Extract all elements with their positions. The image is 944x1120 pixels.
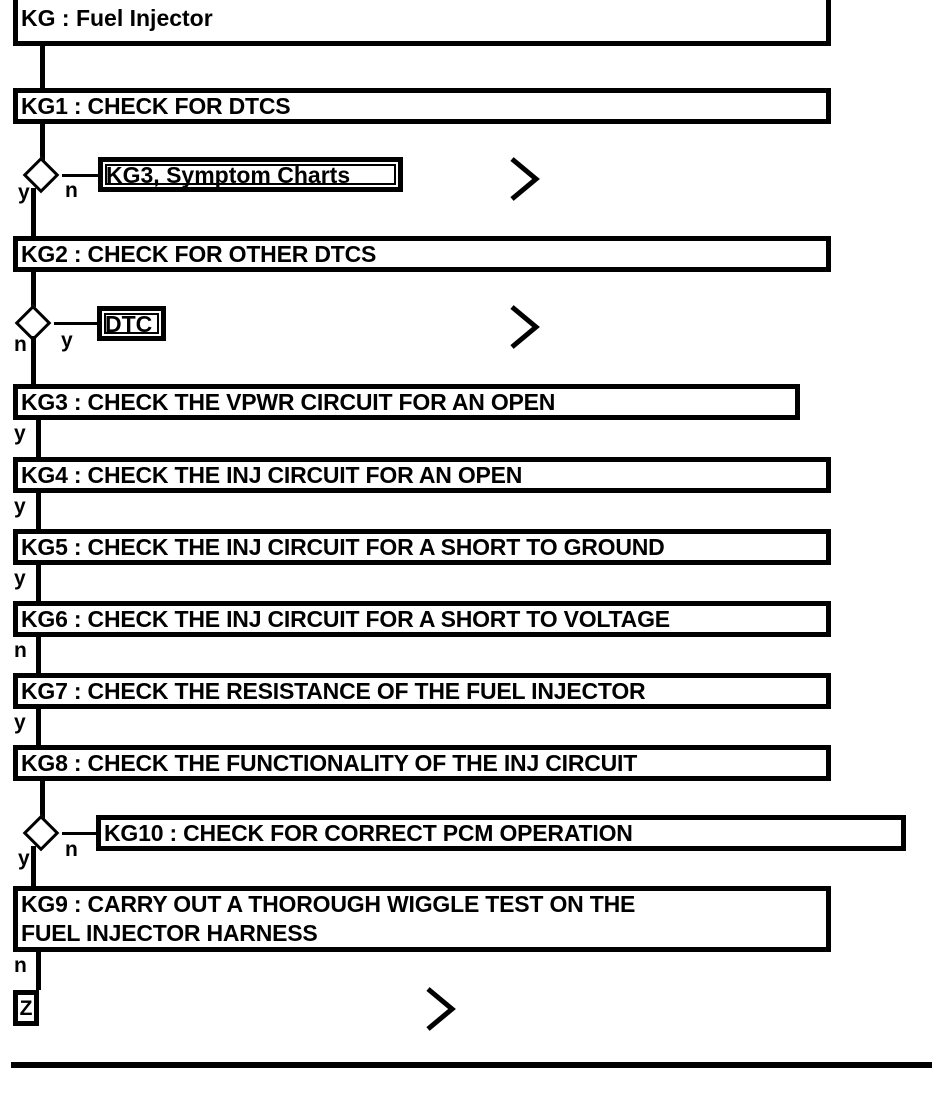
connector-decision3-to-kg9 bbox=[31, 846, 36, 886]
branch-label-kg8-yes: y bbox=[18, 847, 30, 870]
page-bottom-rule bbox=[11, 1062, 932, 1068]
step-box-kg2[interactable]: KG2 : CHECK FOR OTHER DTCS bbox=[13, 236, 831, 272]
step-label-kg10: KG10 : CHECK FOR CORRECT PCM OPERATION bbox=[104, 819, 633, 846]
page-title: KG : Fuel Injector bbox=[21, 5, 213, 31]
terminator-label-z: Z bbox=[19, 996, 33, 1020]
branch-label-kg7-yes: y bbox=[14, 711, 26, 734]
connector-kg7-to-kg8 bbox=[36, 709, 41, 746]
reference-label-dtc: DTC bbox=[105, 310, 153, 337]
branch-label-kg6-no: n bbox=[14, 639, 27, 662]
connector-kg8-to-decision-3 bbox=[40, 781, 45, 820]
connector-kg2-to-decision-2 bbox=[31, 272, 36, 310]
connector-kg6-to-kg7 bbox=[36, 637, 41, 674]
step-label-kg9: KG9 : CARRY OUT A THOROUGH WIGGLE TEST O… bbox=[21, 891, 636, 946]
connector-decision1-to-kg2 bbox=[31, 188, 36, 236]
step-label-kg7: KG7 : CHECK THE RESISTANCE OF THE FUEL I… bbox=[21, 677, 646, 704]
branch-label-kg1-no: n bbox=[65, 179, 78, 202]
connector-decision3-to-kg10 bbox=[62, 832, 102, 835]
branch-label-kg2-yes: y bbox=[61, 329, 73, 352]
branch-label-kg5-yes: y bbox=[14, 567, 26, 590]
step-box-kg9[interactable]: KG9 : CARRY OUT A THOROUGH WIGGLE TEST O… bbox=[13, 886, 831, 952]
decision-diamond-kg8[interactable] bbox=[22, 814, 60, 852]
reference-box-kg3-symptom-charts[interactable]: KG3, Symptom Charts bbox=[98, 157, 403, 192]
connector-kg4-to-kg5 bbox=[36, 493, 41, 530]
connector-title-to-kg1 bbox=[40, 46, 45, 88]
branch-label-kg3-yes: y bbox=[14, 422, 26, 445]
connector-decision1-to-ref-kg3 bbox=[62, 174, 102, 177]
step-label-kg8: KG8 : CHECK THE FUNCTIONALITY OF THE INJ… bbox=[21, 749, 638, 776]
step-box-kg3[interactable]: KG3 : CHECK THE VPWR CIRCUIT FOR AN OPEN bbox=[13, 384, 800, 420]
connector-kg5-to-kg6 bbox=[36, 565, 41, 602]
step-label-kg1: KG1 : CHECK FOR DTCS bbox=[21, 92, 291, 119]
chevron-right-icon-kg2 bbox=[508, 302, 542, 352]
chevron-right-icon-terminator bbox=[424, 984, 458, 1034]
connector-kg9-to-terminator bbox=[36, 952, 41, 990]
branch-label-kg8-no: n bbox=[65, 838, 78, 861]
chevron-right-icon-kg1 bbox=[508, 154, 542, 204]
branch-label-kg1-yes: y bbox=[18, 181, 30, 204]
step-box-kg6[interactable]: KG6 : CHECK THE INJ CIRCUIT FOR A SHORT … bbox=[13, 601, 831, 637]
step-box-kg5[interactable]: KG5 : CHECK THE INJ CIRCUIT FOR A SHORT … bbox=[13, 529, 831, 565]
step-box-kg7[interactable]: KG7 : CHECK THE RESISTANCE OF THE FUEL I… bbox=[13, 673, 831, 709]
reference-box-dtc[interactable]: DTC bbox=[97, 306, 166, 341]
step-box-kg1[interactable]: KG1 : CHECK FOR DTCS bbox=[13, 88, 831, 124]
branch-label-kg9-no: n bbox=[14, 954, 27, 977]
reference-label-kg3-symptom-charts: KG3, Symptom Charts bbox=[106, 161, 351, 188]
step-box-kg4[interactable]: KG4 : CHECK THE INJ CIRCUIT FOR AN OPEN bbox=[13, 457, 831, 493]
branch-label-kg2-no: n bbox=[14, 333, 27, 356]
connector-kg3-to-kg4 bbox=[36, 420, 41, 458]
step-label-kg6: KG6 : CHECK THE INJ CIRCUIT FOR A SHORT … bbox=[21, 605, 670, 632]
step-label-kg4: KG4 : CHECK THE INJ CIRCUIT FOR AN OPEN bbox=[21, 461, 523, 488]
connector-decision2-to-ref-dtc bbox=[54, 322, 100, 325]
step-box-kg8[interactable]: KG8 : CHECK THE FUNCTIONALITY OF THE INJ… bbox=[13, 745, 831, 781]
step-label-kg2: KG2 : CHECK FOR OTHER DTCS bbox=[21, 240, 377, 267]
step-box-kg10[interactable]: KG10 : CHECK FOR CORRECT PCM OPERATION bbox=[96, 815, 906, 851]
step-label-kg3: KG3 : CHECK THE VPWR CIRCUIT FOR AN OPEN bbox=[21, 388, 556, 415]
branch-label-kg4-yes: y bbox=[14, 495, 26, 518]
connector-decision2-to-kg3 bbox=[31, 336, 36, 384]
terminator-box-z[interactable]: Z bbox=[13, 990, 39, 1026]
connector-kg1-to-decision-1 bbox=[40, 124, 45, 162]
step-label-kg5: KG5 : CHECK THE INJ CIRCUIT FOR A SHORT … bbox=[21, 533, 665, 560]
chart-title-box: KG : Fuel Injector bbox=[13, 0, 831, 46]
